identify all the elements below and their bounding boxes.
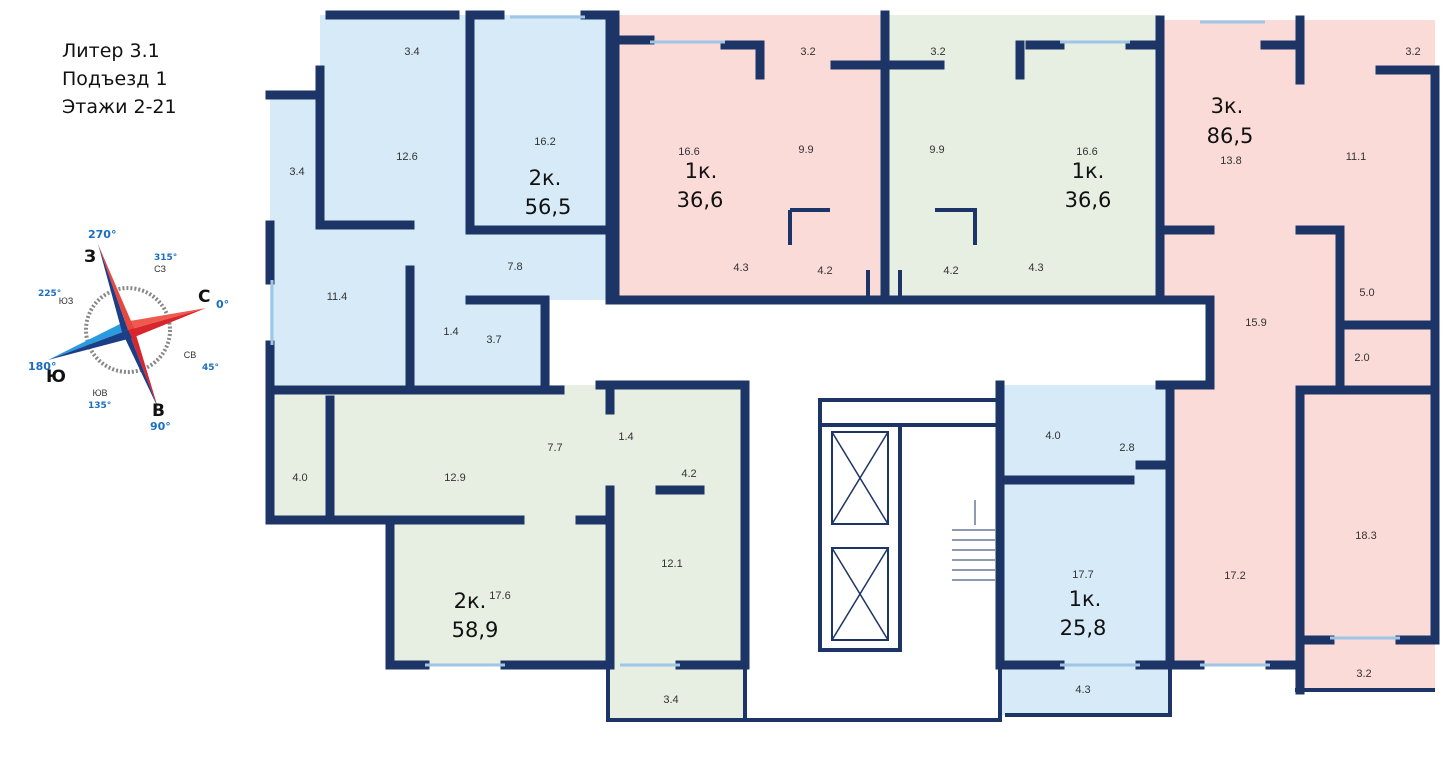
room-area: 3.2 bbox=[1405, 46, 1420, 58]
apartment-type: 2к. bbox=[454, 589, 487, 613]
room-area: 3.2 bbox=[930, 46, 945, 58]
apartment-area: 36,6 bbox=[677, 188, 724, 212]
apartment-type: 1к. bbox=[1069, 587, 1102, 611]
room-area: 18.3 bbox=[1355, 530, 1376, 542]
room-area: 15.9 bbox=[1245, 317, 1266, 329]
room-area: 16.6 bbox=[1076, 146, 1097, 158]
compass-east-deg: 90° bbox=[150, 420, 171, 433]
room-area: 16.2 bbox=[534, 136, 555, 148]
apartment-2k-58-fill bbox=[270, 385, 745, 720]
room-area: 7.8 bbox=[507, 261, 522, 273]
compass-nw-label: СЗ bbox=[154, 264, 166, 274]
room-area: 2.8 bbox=[1119, 442, 1134, 454]
compass-ne-label: СВ bbox=[184, 350, 197, 360]
room-area: 17.6 bbox=[489, 590, 510, 602]
room-area: 5.0 bbox=[1359, 287, 1374, 299]
apartment-3k-86-fill bbox=[1160, 20, 1435, 690]
liter-label: Литер 3.1 bbox=[62, 40, 160, 62]
apartment-fills bbox=[270, 15, 1435, 720]
compass-ne-deg: 45° bbox=[202, 363, 219, 373]
compass-south-arrow bbox=[48, 322, 128, 360]
compass-east-arrow bbox=[128, 328, 158, 408]
compass-sw-label: ЮЗ bbox=[59, 296, 74, 306]
apartment-area: 86,5 bbox=[1207, 124, 1254, 148]
room-area: 4.3 bbox=[1028, 262, 1043, 274]
room-area: 12.1 bbox=[661, 558, 682, 570]
room-area: 3.4 bbox=[289, 166, 304, 178]
room-area: 4.0 bbox=[1045, 430, 1060, 442]
room-area: 4.3 bbox=[733, 262, 748, 274]
room-area: 12.6 bbox=[396, 151, 417, 163]
compass-west-arrow bbox=[98, 244, 128, 332]
compass-south-label: Ю bbox=[46, 367, 66, 387]
compass-se-deg: 135° bbox=[88, 401, 111, 411]
elevator-1 bbox=[831, 431, 889, 525]
compass-se-label: ЮВ bbox=[92, 388, 107, 398]
apartment-2k-56-fill bbox=[270, 15, 610, 385]
room-area: 12.9 bbox=[444, 472, 465, 484]
room-area: 4.2 bbox=[943, 265, 958, 277]
apartment-type: 3к. bbox=[1211, 94, 1244, 118]
room-area: 9.9 bbox=[929, 144, 944, 156]
compass-east-label: В bbox=[152, 401, 165, 421]
elevator-core bbox=[818, 398, 1002, 652]
elevator-2 bbox=[831, 547, 889, 641]
apartment-type: 1к. bbox=[685, 159, 718, 183]
room-area: 1.4 bbox=[618, 431, 633, 443]
floors-label: Этажи 2-21 bbox=[62, 96, 177, 118]
room-area: 1.4 bbox=[443, 326, 458, 338]
compass-nw-deg: 315° bbox=[154, 253, 177, 263]
apartment-type: 2к. bbox=[529, 166, 562, 190]
room-area: 17.2 bbox=[1224, 570, 1245, 582]
room-area: 11.1 bbox=[1346, 151, 1367, 163]
room-area: 13.8 bbox=[1220, 155, 1241, 167]
room-area: 3.2 bbox=[1356, 668, 1371, 680]
windows bbox=[270, 15, 1400, 667]
walls bbox=[265, 10, 1440, 722]
apartment-area: 58,9 bbox=[452, 618, 499, 642]
compass-rose: С 0° В 90° Ю 180° З 270° СВ 45° ЮВ 135° … bbox=[28, 228, 229, 433]
room-area: 3.4 bbox=[404, 46, 419, 58]
room-area: 11.4 bbox=[327, 291, 348, 303]
compass-north-deg: 0° bbox=[216, 298, 229, 311]
apartment-area: 36,6 bbox=[1065, 188, 1112, 212]
compass-sw-deg: 225° bbox=[38, 289, 61, 299]
apartment-labels: 2к. 56,5 1к. 36,6 1к. 36,6 3к. 86,5 1к. … bbox=[452, 94, 1254, 642]
room-area: 16.6 bbox=[678, 146, 699, 158]
room-area: 4.2 bbox=[817, 265, 832, 277]
room-area: 3.2 bbox=[800, 46, 815, 58]
room-area: 9.9 bbox=[798, 144, 813, 156]
room-area: 3.4 bbox=[663, 694, 678, 706]
apartment-type: 1к. bbox=[1072, 159, 1105, 183]
entrance-label: Подъезд 1 bbox=[62, 68, 168, 90]
room-area: 3.7 bbox=[486, 334, 501, 346]
compass-north-arrow bbox=[128, 308, 206, 338]
apartment-area: 56,5 bbox=[525, 195, 572, 219]
room-area: 4.2 bbox=[681, 468, 696, 480]
room-labels: 3.4 12.6 16.2 3.4 11.4 7.8 1.4 3.7 16.6 … bbox=[289, 46, 1420, 706]
apartment-1k-25-fill bbox=[1000, 385, 1170, 715]
stairs bbox=[952, 500, 995, 581]
room-area: 4.0 bbox=[292, 472, 307, 484]
compass-west-label: З bbox=[84, 247, 96, 267]
apartment-1k-36-pink-fill bbox=[615, 15, 885, 300]
room-area: 17.7 bbox=[1072, 569, 1093, 581]
compass-west-deg: 270° bbox=[88, 228, 116, 241]
apartment-area: 25,8 bbox=[1060, 616, 1107, 640]
room-area: 7.7 bbox=[547, 442, 562, 454]
room-area: 4.3 bbox=[1075, 684, 1090, 696]
compass-south-deg: 180° bbox=[28, 360, 56, 373]
room-area: 2.0 bbox=[1354, 352, 1369, 364]
compass-north-label: С bbox=[198, 287, 210, 307]
